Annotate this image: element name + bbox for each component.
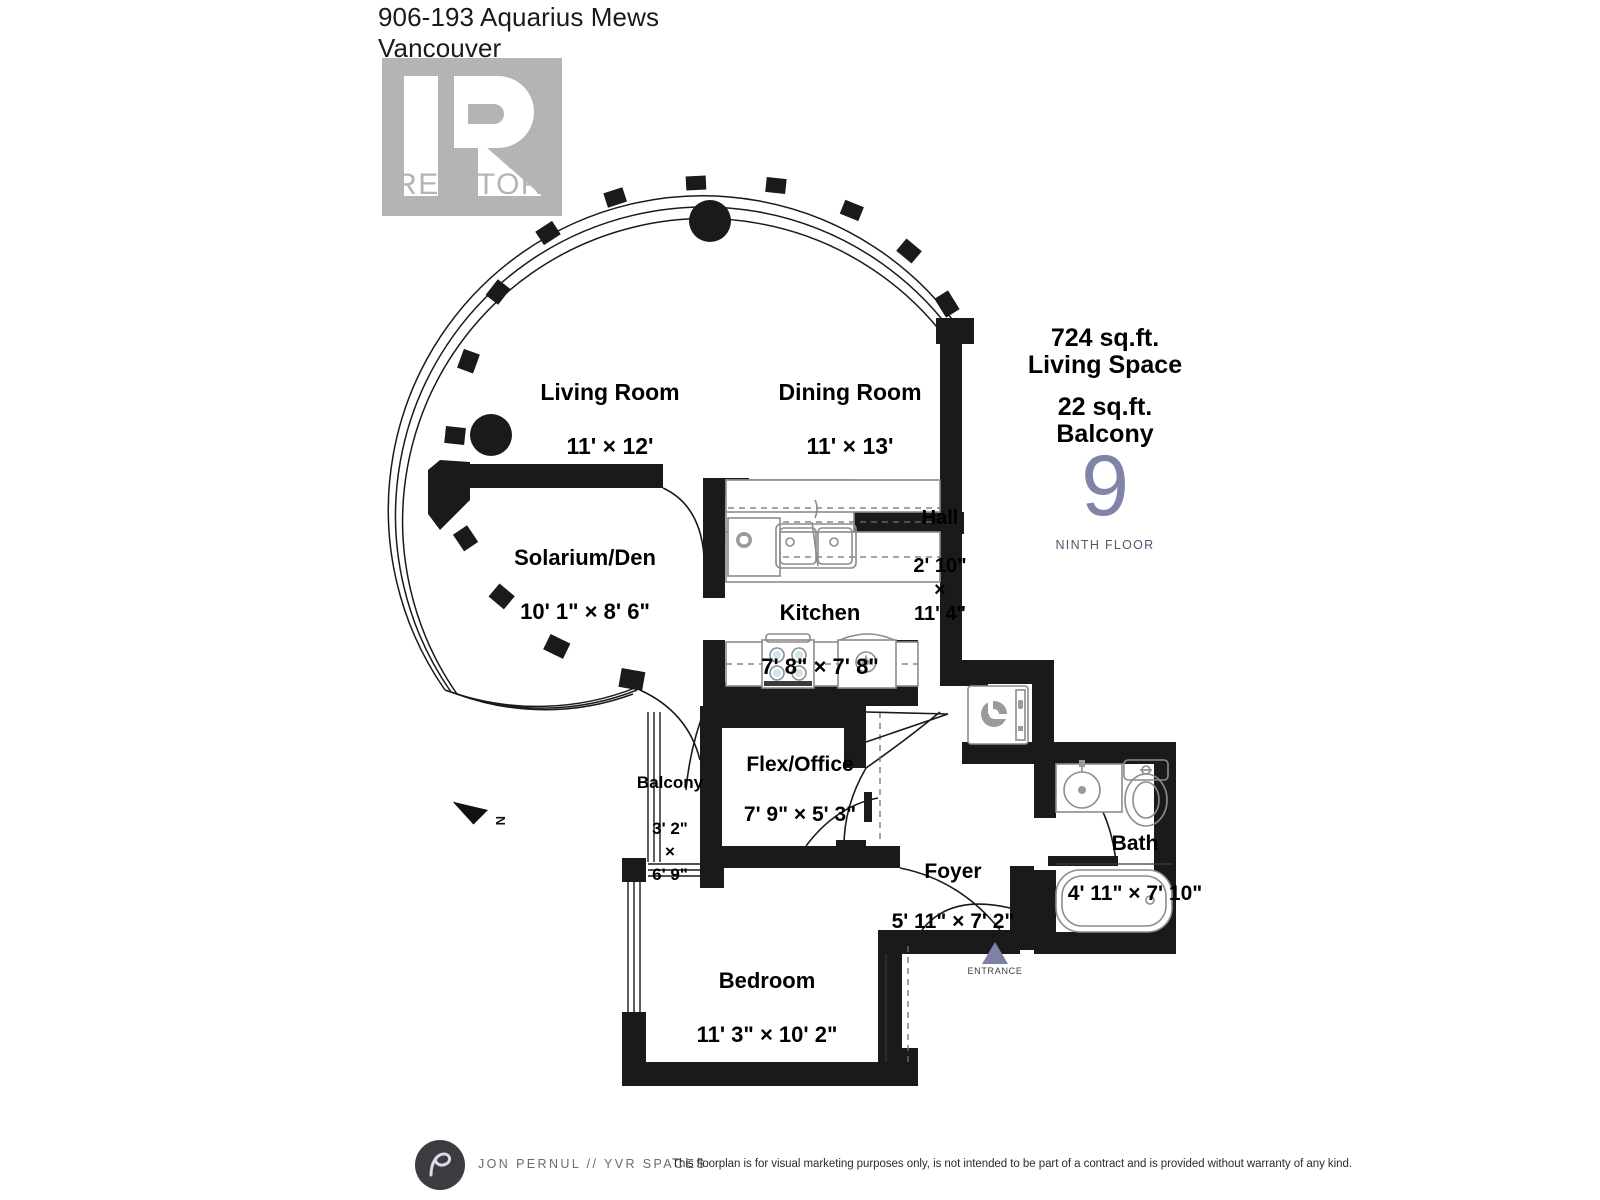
- room-label-living-room: Living Room 11' × 12': [470, 352, 750, 487]
- entrance-swing: [921, 903, 1011, 931]
- bathroom-fixtures: [1055, 759, 1173, 933]
- refrigerator-icon: [837, 633, 897, 689]
- floor-label: NINTH FLOOR: [1055, 538, 1155, 552]
- room-dims: 7' 9" × 5' 3": [743, 803, 857, 826]
- dishwasher-icon: [727, 517, 781, 577]
- footer-disclaimer: This floorplan is for visual marketing p…: [672, 1158, 1352, 1170]
- room-label-bedroom: Bedroom 11' 3" × 10' 2": [632, 940, 902, 1075]
- balcony-stat: 22 sq.ft. Balcony: [1056, 393, 1154, 448]
- footer-credit: JON PERNUL // YVR SPACES: [478, 1157, 707, 1171]
- north-arrow-icon: N: [453, 801, 508, 825]
- room-label-dining-room: Dining Room 11' × 13': [710, 352, 990, 487]
- room-dims: 11' × 13': [806, 433, 894, 459]
- room-name: Living Room: [540, 379, 680, 405]
- realtor-r-icon: [382, 58, 562, 216]
- room-label-kitchen: Kitchen 7' 8" × 7' 8": [700, 572, 940, 707]
- room-dims: 11' 3" × 10' 2": [696, 1022, 838, 1047]
- washer-dryer-icon: [967, 685, 1029, 745]
- column: [470, 414, 512, 456]
- pernul-p-logo-icon: [415, 1140, 465, 1190]
- room-dims: 11' × 12': [566, 433, 654, 459]
- room-dims: 10' 1" × 8' 6": [520, 599, 650, 624]
- entrance-label: ENTRANCE: [967, 966, 1023, 976]
- room-dims: 5' 11" × 7' 2": [891, 910, 1015, 933]
- door-swings: [639, 487, 1118, 931]
- room-dims: 7' 8" × 7' 8": [761, 654, 879, 679]
- room-name: Solarium/Den: [514, 545, 656, 570]
- floor-number: 9: [1081, 438, 1129, 534]
- closet-detail: [865, 711, 949, 842]
- room-name: Bedroom: [718, 968, 816, 993]
- room-name: Dining Room: [778, 379, 922, 405]
- page-title: 906-193 Aquarius Mews Vancouver: [378, 2, 660, 63]
- room-dims: 2' 10" × 11' 4": [913, 555, 967, 625]
- stove-cooktop-icon: [761, 633, 815, 689]
- curved-curtain-wall: [387, 175, 961, 711]
- room-label-hall: Hall 2' 10" × 11' 4": [880, 482, 1000, 650]
- windows: [627, 712, 909, 1062]
- room-label-bath: Bath 4' 11" × 7' 10": [1020, 806, 1250, 931]
- column: [689, 200, 731, 242]
- room-name: Balcony: [636, 773, 704, 792]
- room-name: Bath: [1111, 832, 1159, 855]
- kitchen-fixtures: [725, 479, 941, 689]
- bathroom-sink-icon: [1063, 760, 1101, 809]
- living-space-stat: 724 sq.ft. Living Space: [1027, 324, 1183, 379]
- kitchen-sink-icon: [775, 499, 857, 569]
- realtor-wordmark: REALTOR®: [395, 168, 555, 201]
- room-name: Hall: [921, 507, 959, 529]
- room-name: Flex/Office: [746, 753, 854, 776]
- svg-text:N: N: [493, 816, 508, 825]
- room-label-solarium-den: Solarium/Den 10' 1" × 8' 6": [440, 517, 730, 652]
- interior-walls: [428, 318, 1176, 1086]
- entrance-triangle-icon: [982, 942, 1008, 964]
- room-label-balcony: Balcony 3' 2" × 6' 9": [610, 748, 730, 909]
- room-label-foyer: Foyer 5' 11" × 7' 2": [828, 834, 1078, 959]
- room-dims: 4' 11" × 7' 10": [1067, 882, 1203, 905]
- room-name: Foyer: [924, 860, 982, 883]
- room-name: Kitchen: [779, 600, 861, 625]
- toilet-icon: [1123, 759, 1169, 827]
- room-dims: 3' 2" × 6' 9": [652, 819, 688, 884]
- bathtub-icon: [1055, 869, 1173, 933]
- room-label-flex-office: Flex/Office 7' 9" × 5' 3": [680, 727, 920, 852]
